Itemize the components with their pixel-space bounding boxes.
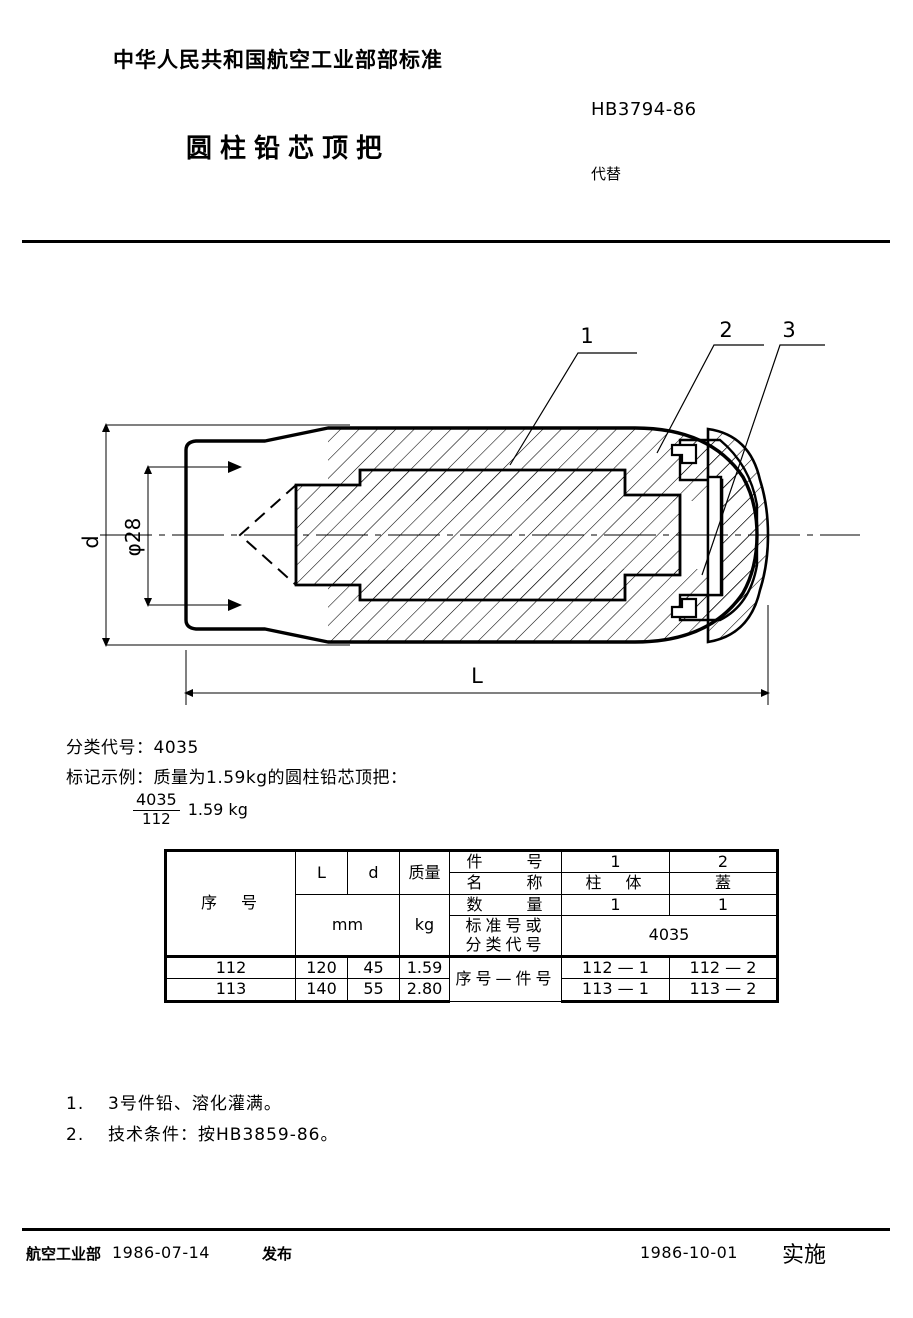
- dimension-L: [184, 605, 770, 705]
- note-item: 1. 3号件铅、溶化灌满。: [66, 1089, 282, 1114]
- table-header-row-part-no: 序 号 L d 质量 件 号 1 2: [164, 848, 779, 957]
- part-qty-2: 1: [669, 893, 779, 917]
- replaces-label: 代替: [591, 165, 622, 183]
- notch-detail-bottom: [670, 597, 698, 619]
- table-header-row-std-code: 标准号或 分类代号 4035: [166, 915, 779, 957]
- table-row: 113 140 55 2.80 113 — 1 113 — 2: [164, 978, 779, 1003]
- dimension-L-label: L: [471, 664, 483, 688]
- specification-table: 序 号 L d 质量 件 号 1 2 名 称 柱 体 蓋 mm kg 数 量 1…: [164, 848, 779, 1003]
- header-mass: 质量: [399, 849, 450, 895]
- callout-2-label: 2: [719, 318, 732, 342]
- row-part2: 113 — 2: [669, 978, 779, 1003]
- header-divider-rule: [22, 240, 890, 243]
- header-part-no: 件 号: [449, 848, 562, 874]
- row-mass: 2.80: [399, 978, 450, 1003]
- notch-detail-top: [670, 443, 698, 465]
- row-part2: 112 — 2: [669, 954, 779, 980]
- row-d: 55: [347, 978, 400, 1003]
- header-std-code: 标准号或 分类代号: [449, 915, 562, 957]
- marking-fraction: 4035 112: [133, 791, 180, 828]
- cross-section-drawing: d φ28 L 1 2 3: [79, 318, 860, 705]
- header-unit-kg: kg: [399, 893, 450, 957]
- table-header-row-name: 名 称 柱 体 蓋: [166, 872, 779, 895]
- row-seq: 112: [164, 954, 296, 980]
- document-title: 圆柱铅芯顶把: [186, 134, 391, 164]
- marking-example-line: 标记示例：质量为1.59kg的圆柱铅芯顶把：: [66, 768, 408, 788]
- table-header-row-qty: mm kg 数 量 1 1: [166, 893, 779, 957]
- part-name-1: 柱 体: [561, 872, 670, 895]
- footer-effective-date: 1986-10-01: [640, 1243, 738, 1262]
- header-d: d: [347, 849, 400, 895]
- note-text: 3号件铅、溶化灌满。: [108, 1094, 282, 1114]
- callout-1-label: 1: [580, 324, 593, 348]
- classification-code-line: 分类代号：4035: [66, 738, 199, 758]
- row-mass: 1.59: [399, 954, 450, 980]
- document-organization-heading: 中华人民共和国航空工业部部标准: [113, 48, 443, 72]
- footer-effective-label: 实施: [782, 1243, 827, 1268]
- note-index: 1.: [66, 1094, 85, 1114]
- header-seq-part: 序号—件号: [449, 954, 562, 1002]
- header-quantity: 数 量: [449, 893, 562, 917]
- header-std-code-line1: 标准号或: [465, 916, 546, 936]
- row-part1: 113 — 1: [561, 978, 670, 1003]
- row-d: 45: [347, 954, 400, 980]
- marking-mass-value: 1.59 kg: [187, 800, 248, 820]
- dimension-phi28: [144, 461, 242, 611]
- row-L: 140: [295, 978, 348, 1003]
- row-seq: 113: [164, 978, 296, 1003]
- row-L: 120: [295, 954, 348, 980]
- header-std-code-line2: 分类代号: [465, 934, 546, 954]
- standard-number: HB3794-86: [591, 99, 697, 120]
- dimension-d: [102, 423, 350, 647]
- row-part1: 112 — 1: [561, 954, 670, 980]
- marking-fraction-numerator: 4035: [133, 791, 180, 811]
- part-number-1: 1: [561, 848, 670, 874]
- part-qty-1: 1: [561, 893, 670, 917]
- callout-leaders: [509, 344, 825, 576]
- marking-example-formula: 4035 112 1.59 kg: [133, 791, 248, 828]
- std-code-value: 4035: [561, 915, 779, 957]
- header-L: L: [295, 849, 348, 895]
- footer-divider-rule: [22, 1228, 890, 1231]
- marking-fraction-denominator: 112: [142, 809, 171, 828]
- table-row: 112 120 45 1.59 序号—件号 112 — 1 112 — 2: [164, 954, 779, 1002]
- note-index: 2.: [66, 1125, 85, 1145]
- part-name-2: 蓋: [669, 872, 779, 895]
- header-part-name: 名 称: [449, 872, 562, 895]
- note-item: 2. 技术条件：按HB3859-86。: [66, 1120, 338, 1145]
- dimension-d-label: d: [79, 535, 103, 548]
- footer-issue-date: 1986-07-14: [112, 1243, 210, 1262]
- dimension-phi28-label: φ28: [121, 518, 145, 557]
- header-seq-no: 序 号: [164, 849, 296, 957]
- note-text: 技术条件：按HB3859-86。: [108, 1125, 339, 1145]
- footer-organization: 航空工业部: [26, 1245, 102, 1263]
- header-unit-mm: mm: [295, 893, 400, 957]
- callout-3-label: 3: [782, 318, 795, 342]
- part-number-2: 2: [669, 848, 779, 874]
- footer-issue-label: 发布: [262, 1245, 293, 1263]
